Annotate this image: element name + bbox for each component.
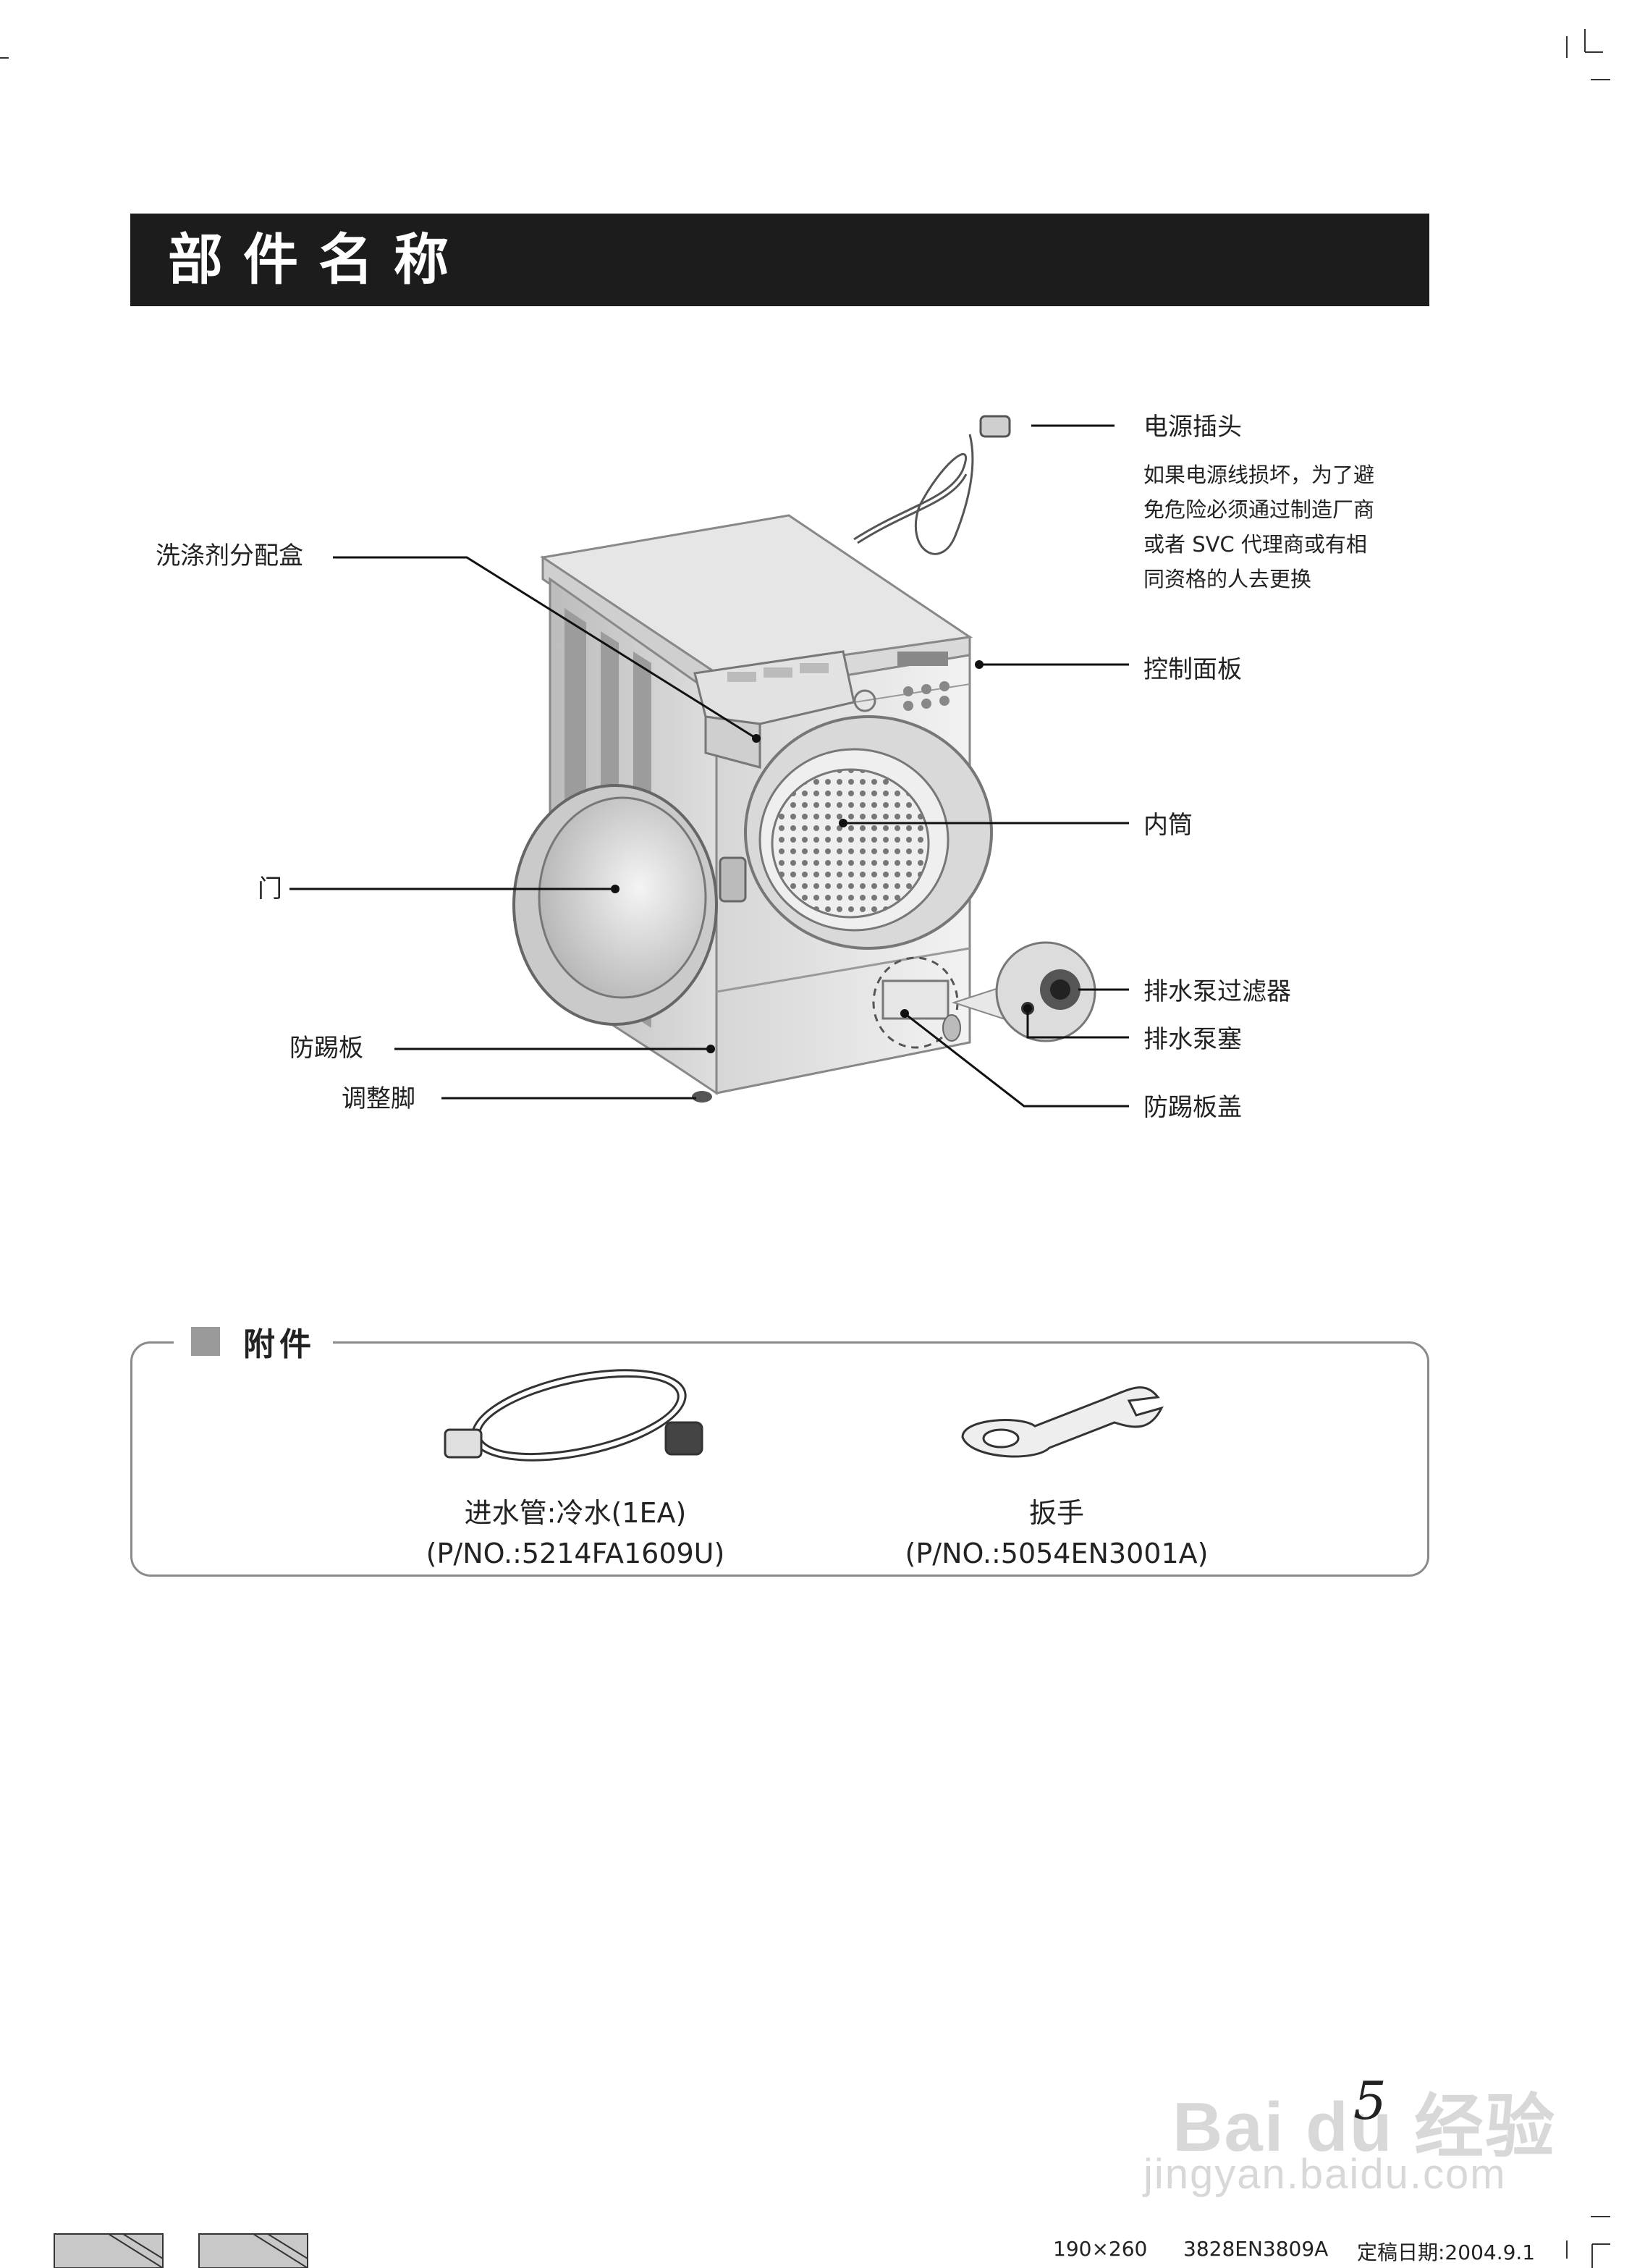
label-control-panel: 控制面板 [1143,655,1242,684]
wrench-graphic [961,1386,1164,1458]
label-adjust-foot: 调整脚 [342,1084,415,1113]
page-number: 5 [1353,2070,1387,2131]
door-graphic [512,784,747,1026]
footer-size: 190×260 [1053,2237,1148,2261]
inner-drum-graphic [771,768,930,919]
crop-marks [0,29,1610,2268]
detergent-drawer-graphic [693,650,855,769]
accessory-hose-caption: 进水管:冷水(1EA) (P/NO.:5214FA1609U) [384,1493,767,1574]
note-line: 或者 SVC 代理商或有相 [1143,532,1367,557]
label-kick-plate: 防踢板 [289,1034,363,1063]
watermark-url: jingyan.baidu.com [1143,2151,1507,2198]
power-cord-note: 如果电源线损坏，为了避 免危险必须通过制造厂商 或者 SVC 代理商或有相 同资… [1143,458,1433,596]
accessories-heading: 附件 [174,1316,333,1367]
label-door: 门 [258,874,282,903]
inlet-hose-graphic [444,1369,703,1462]
note-line: 免危险必须通过制造厂商 [1143,497,1375,522]
accessory-name: 进水管:冷水(1EA) [464,1497,687,1529]
label-kick-plate-cover: 防踢板盖 [1143,1093,1242,1122]
label-detergent-box: 洗涤剂分配盒 [156,541,303,570]
section-title-bar: 部件名称 [130,214,1429,306]
accessories-box [130,1341,1429,1577]
footer-code: 3828EN3809A [1183,2237,1329,2261]
footer-date: 定稿日期:2004.9.1 [1357,2240,1536,2264]
note-line: 同资格的人去更换 [1143,567,1312,591]
label-inner-drum: 内筒 [1143,811,1193,840]
registration-marks [54,2233,308,2268]
page-title: 部件名称 [168,227,469,292]
accessory-wrench-caption: 扳手 (P/NO.:5054EN3001A) [865,1493,1248,1574]
accessory-pno: (P/NO.:5054EN3001A) [905,1538,1209,1569]
square-bullet-icon [191,1327,220,1356]
power-cord [853,415,1011,555]
label-power-plug: 电源插头 [1143,413,1242,442]
leader-lines [289,424,1129,1108]
adjust-foot-graphic [692,1091,712,1103]
accessory-name: 扳手 [1028,1497,1084,1529]
watermark-brand: Bai du 经验 [1172,2088,1557,2166]
label-pump-plug: 排水泵塞 [1143,1025,1242,1054]
note-line: 如果电源线损坏，为了避 [1143,463,1375,487]
accessory-pno: (P/NO.:5214FA1609U) [426,1538,725,1569]
accessories-title: 附件 [243,1326,316,1363]
label-pump-filter: 排水泵过滤器 [1143,977,1291,1006]
